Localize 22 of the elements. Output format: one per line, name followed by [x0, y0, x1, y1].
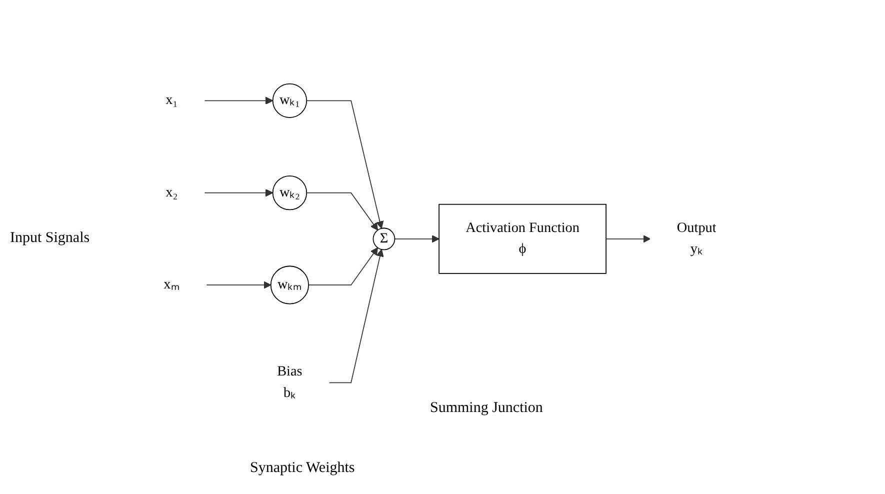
arrow [328, 249, 384, 384]
arrow [606, 235, 651, 243]
arrow [306, 100, 384, 229]
node-circle: wₖ₂ [272, 175, 308, 210]
node-text: xₘ [164, 277, 180, 292]
node-circle: wₖ₁ [272, 83, 308, 118]
caption-text: Summing Junction [430, 400, 543, 417]
node-text: Bias bₖ [277, 364, 302, 400]
arrow [308, 247, 378, 286]
node-circle: Σ [372, 228, 396, 250]
arrow [204, 96, 274, 105]
node-circle: wₖₘ [270, 266, 309, 304]
arrow [204, 188, 274, 197]
node-text: x₂ [166, 184, 178, 200]
arrow [306, 192, 378, 230]
node-box: Activation Function ϕ [438, 204, 606, 274]
node-text: x₁ [166, 92, 178, 108]
node-text: Output yₖ [676, 220, 716, 257]
caption-text: Synaptic Weights [250, 460, 355, 477]
caption-text: Input Signals [10, 230, 90, 247]
arrow [394, 235, 440, 243]
arrow [206, 281, 272, 289]
